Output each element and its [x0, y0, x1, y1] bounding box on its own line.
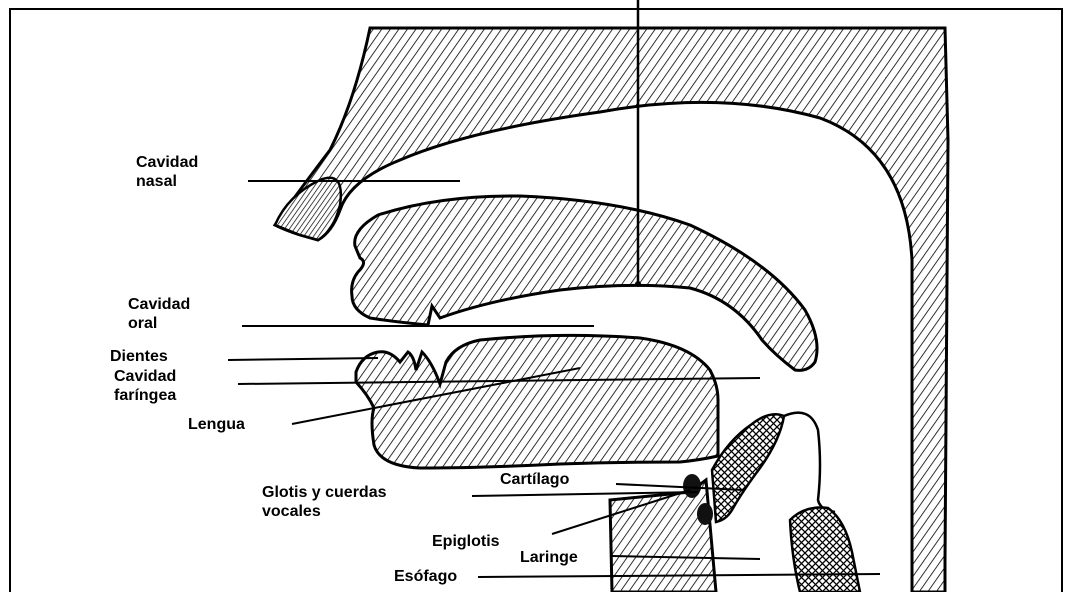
label-laringe: Laringe: [520, 549, 578, 567]
label-glotis-line2: vocales: [262, 503, 321, 521]
esophagus-region: [790, 508, 860, 592]
label-cavidad-faringea-line1: Cavidad: [114, 368, 176, 386]
leader-dientes: [228, 358, 378, 360]
epiglottis-region: [712, 414, 784, 522]
label-cavidad-oral-line1: Cavidad: [128, 296, 190, 314]
label-glotis-line1: Glotis y cuerdas: [262, 484, 387, 502]
label-lengua: Lengua: [188, 416, 245, 434]
pharynx-wall: [784, 413, 835, 512]
label-epiglotis: Epiglotis: [432, 533, 500, 551]
cartilage-knob: [683, 474, 701, 498]
label-cavidad-faringea-line2: faríngea: [114, 387, 176, 405]
label-cavidad-oral-line2: oral: [128, 315, 157, 333]
label-dientes: Dientes: [110, 348, 168, 366]
label-cartilago: Cartílago: [500, 471, 569, 489]
label-cavidad-nasal-line1: Cavidad: [136, 154, 198, 172]
vocal-fold-knob: [697, 503, 713, 525]
label-cavidad-nasal-line2: nasal: [136, 173, 177, 191]
label-esofago: Esófago: [394, 568, 457, 586]
